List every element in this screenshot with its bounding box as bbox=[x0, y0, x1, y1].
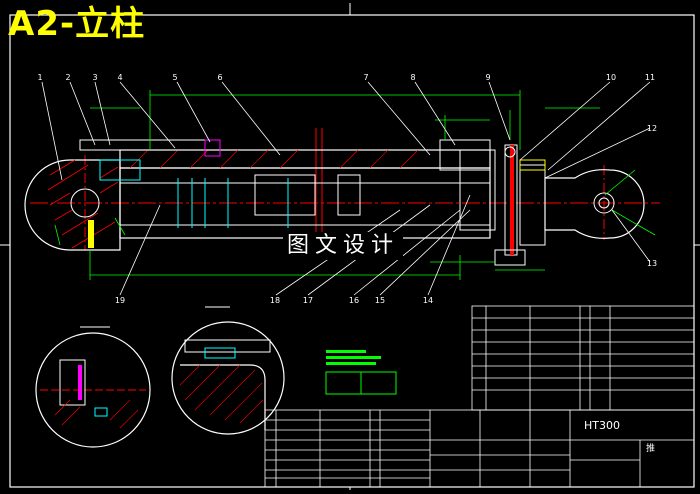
callout-9: 9 bbox=[485, 73, 490, 82]
callout-12: 12 bbox=[647, 124, 657, 133]
callout-16: 16 bbox=[349, 296, 359, 305]
callout-14: 14 bbox=[423, 296, 433, 305]
callout-7: 7 bbox=[363, 73, 368, 82]
callout-5: 5 bbox=[172, 73, 177, 82]
watermark: 图文设计 bbox=[283, 232, 404, 260]
callout-10: 10 bbox=[606, 73, 616, 82]
callout-18: 18 bbox=[270, 296, 280, 305]
callout-13: 13 bbox=[647, 259, 657, 268]
callout-1: 1 bbox=[37, 73, 42, 82]
callout-17: 17 bbox=[303, 296, 313, 305]
callout-19: 19 bbox=[115, 296, 125, 305]
callout-6: 6 bbox=[217, 73, 222, 82]
callouts bbox=[41, 81, 651, 296]
material-label: 推 bbox=[646, 444, 656, 454]
title-block bbox=[264, 305, 695, 488]
cylinder-assembly bbox=[24, 90, 660, 280]
detail-view-left bbox=[35, 326, 151, 448]
technical-notes bbox=[325, 350, 397, 395]
detail-view-right bbox=[171, 306, 285, 435]
callout-11: 11 bbox=[645, 73, 655, 82]
callout-4: 4 bbox=[117, 73, 122, 82]
callout-2: 2 bbox=[65, 73, 70, 82]
callout-8: 8 bbox=[410, 73, 415, 82]
callout-15: 15 bbox=[375, 296, 385, 305]
drawing-title: A2-立柱 bbox=[8, 4, 146, 44]
callout-3: 3 bbox=[92, 73, 97, 82]
material-code: HT300 bbox=[584, 419, 620, 432]
